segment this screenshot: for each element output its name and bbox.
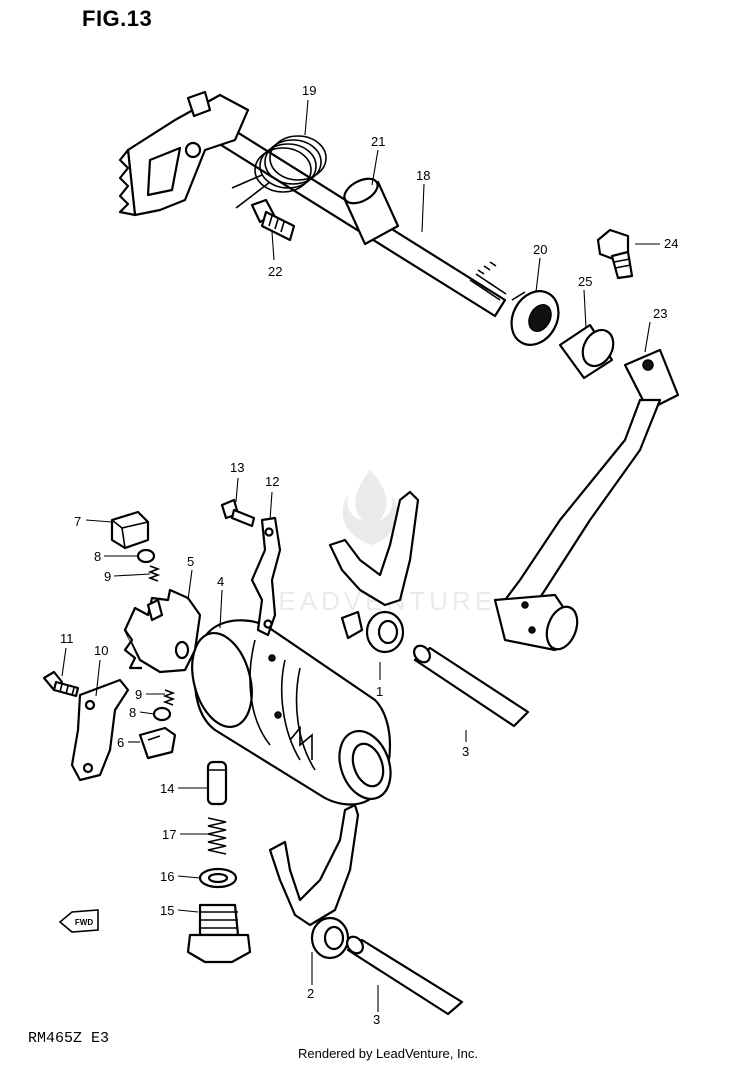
callout-21: 21 [371,134,385,149]
callout-18: 18 [416,168,430,183]
part-23-gearshift-lever [493,348,680,652]
forward-arrow-icon: FWD [58,909,99,933]
part-21-collar [343,177,400,246]
callout-23: 23 [653,306,667,321]
part-15-neutral-plug [186,903,252,964]
callout-17: 17 [162,827,176,842]
part-4-gearshift-cam-drum [191,619,392,806]
part-16-gasket [198,867,238,889]
callout-25: 25 [578,274,592,289]
figure-title: FIG.13 [82,6,153,31]
callout-1: 1 [376,684,383,699]
callout-7: 7 [74,514,81,529]
fwd-label: FWD [75,918,93,927]
callout-11: 11 [60,631,74,646]
part-13-screw [220,498,256,528]
part-3-fork-shaft-lower [346,935,464,1016]
callout-9-upper: 9 [104,569,111,584]
part-19-return-spring [231,135,327,209]
callout-12: 12 [265,474,279,489]
part-14-neutral-pin [206,760,228,806]
part-9-spring-lower [162,689,176,706]
part-20-oil-seal [510,290,560,346]
callout-8-upper: 8 [94,549,101,564]
footer-credit: Rendered by LeadVenture, Inc. [298,1046,478,1061]
part-22-bolt [250,198,296,242]
callout-3-lower: 3 [373,1012,380,1027]
callout-6: 6 [117,735,124,750]
callout-labels: 19 21 18 20 25 23 24 22 13 12 7 8 9 5 4 … [60,83,678,1027]
part-25-bushing [558,323,615,380]
gearshift-arm-plate [118,90,250,217]
callout-4: 4 [217,574,224,589]
part-9-spring-upper [147,565,161,582]
callout-5: 5 [187,554,194,569]
part-8-stopper-lower [152,706,172,722]
part-17-spring [207,817,227,855]
callout-3-upper: 3 [462,744,469,759]
callout-20: 20 [533,242,547,257]
part-5-cam-pin-plate [123,588,202,674]
callout-22: 22 [268,264,282,279]
callout-15: 15 [160,903,174,918]
part-1-shift-fork [328,490,420,654]
callout-16: 16 [160,869,174,884]
part-12-cam-guide [250,516,282,637]
callout-8-lower: 8 [129,705,136,720]
part-2-shift-fork [268,803,360,960]
part-8-stopper-upper [136,548,156,564]
callout-13: 13 [230,460,244,475]
callout-24: 24 [664,236,678,251]
callout-19: 19 [302,83,316,98]
part-24-bolt [596,228,634,280]
part-11-bolt [42,670,80,698]
callout-10: 10 [94,643,108,658]
part-10-cam-stopper-plate [70,678,130,782]
callout-9-lower: 9 [135,687,142,702]
part-7-cam-stopper [110,510,150,550]
leader-lines [61,99,660,1012]
part-6-cam-stopper [138,726,177,760]
callout-14: 14 [160,781,174,796]
callout-2: 2 [307,986,314,1001]
model-code: RM465Z E3 [28,1030,110,1047]
part-3-fork-shaft-upper [413,644,530,728]
